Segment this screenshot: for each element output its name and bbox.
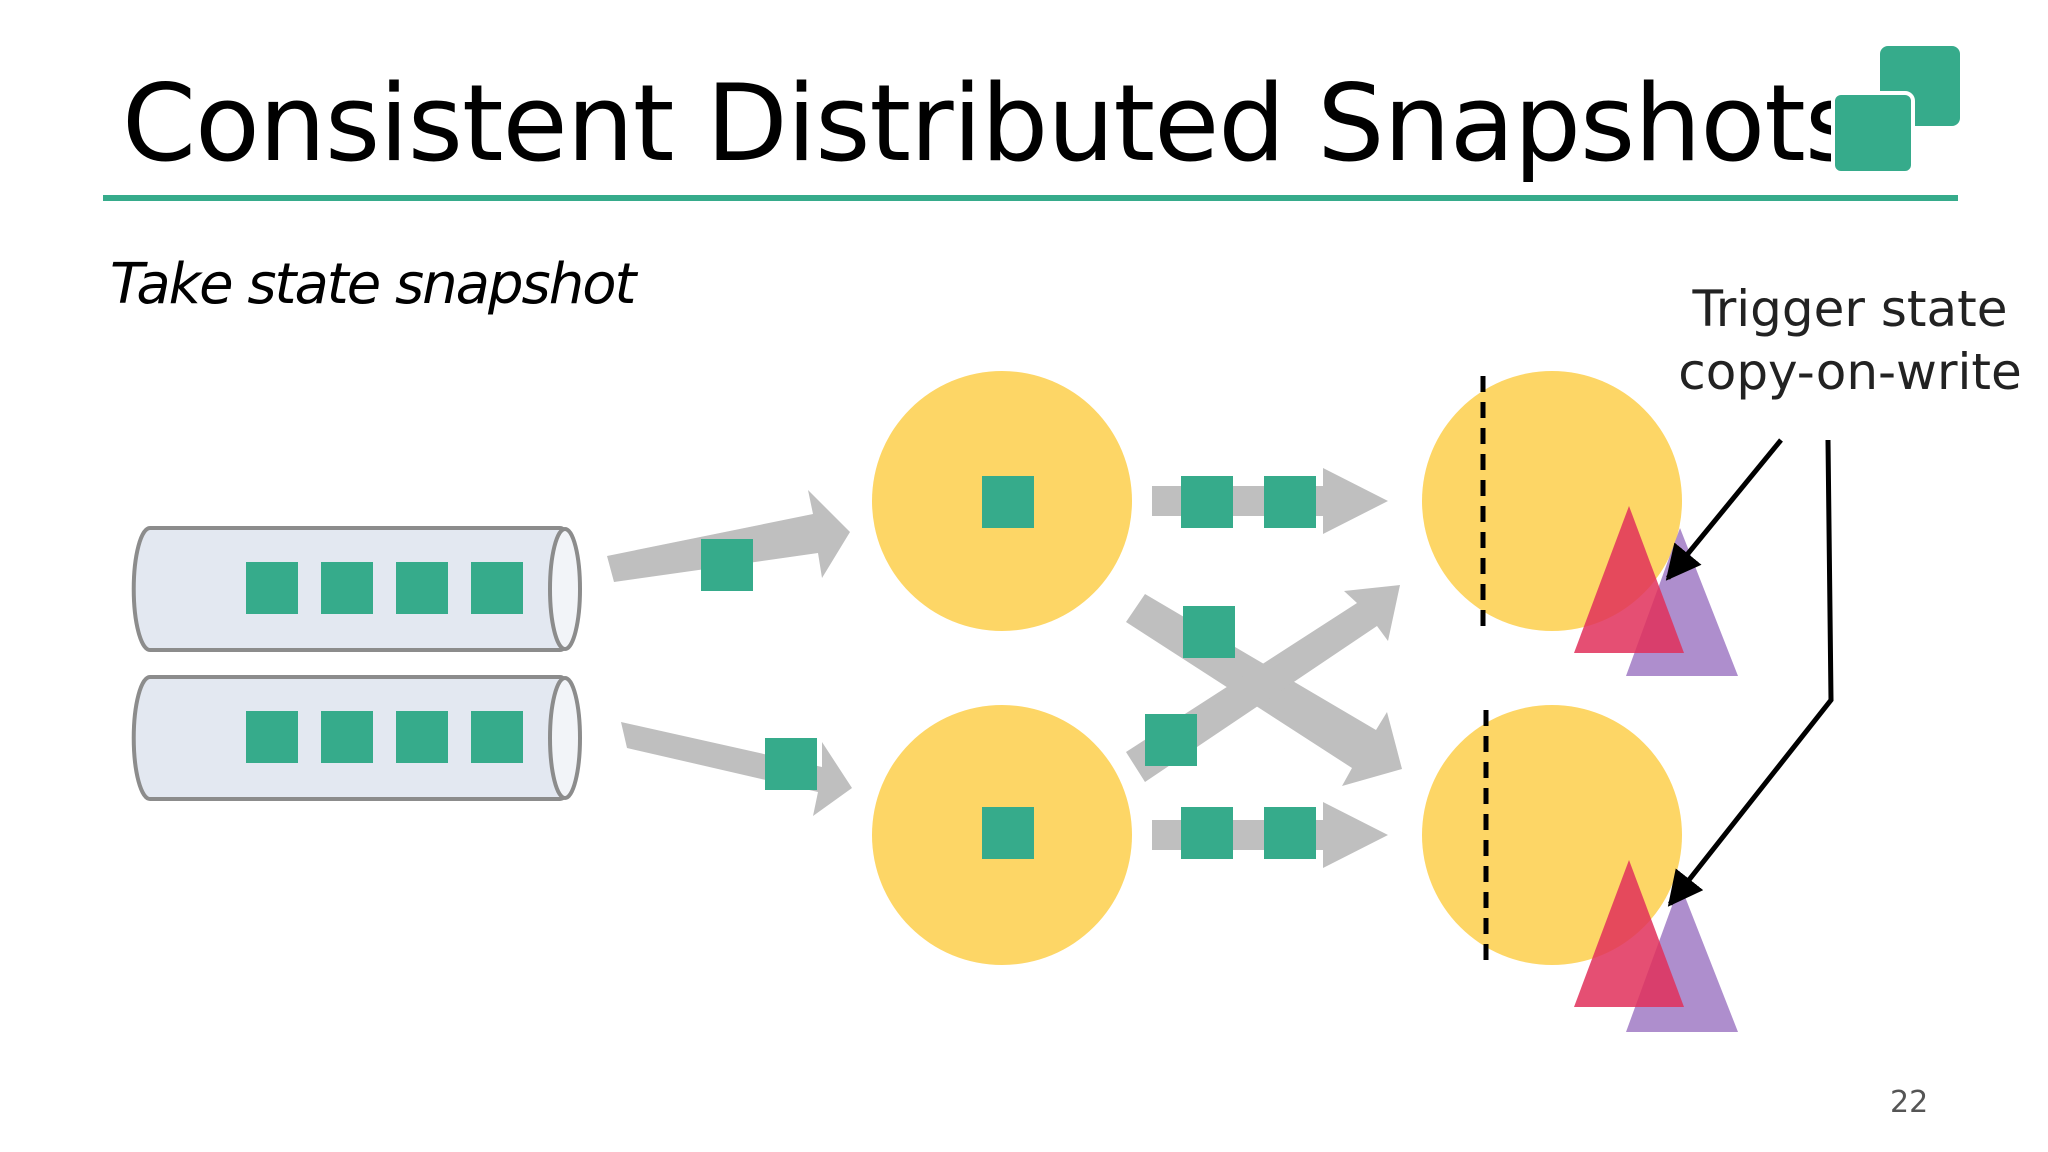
queue-record bbox=[246, 562, 298, 614]
record bbox=[1145, 714, 1197, 766]
annotation-pointers bbox=[1665, 438, 1834, 907]
title-divider bbox=[103, 195, 1958, 201]
annotation-line-1: Trigger state bbox=[1692, 280, 2008, 338]
input-queue-top bbox=[131, 526, 582, 652]
arrow-queue-to-op1 bbox=[607, 490, 850, 582]
state-triangle-red bbox=[1574, 506, 1684, 653]
queue-record bbox=[471, 562, 523, 614]
record bbox=[1183, 606, 1235, 658]
record bbox=[765, 738, 817, 790]
record bbox=[701, 539, 753, 591]
record bbox=[1264, 476, 1316, 528]
operator-source-top bbox=[872, 371, 1132, 631]
operator-sink-bottom bbox=[1422, 705, 1738, 1032]
record bbox=[1181, 807, 1233, 859]
pointer-arrow-bottom bbox=[1667, 439, 1834, 907]
arrow-queue-to-op2 bbox=[621, 722, 852, 816]
queue-record bbox=[396, 562, 448, 614]
state-triangle-red bbox=[1574, 860, 1684, 1007]
slide-title: Consistent Distributed Snapshots bbox=[122, 62, 1860, 185]
queue-record bbox=[396, 711, 448, 763]
queue-record bbox=[471, 711, 523, 763]
queue-record bbox=[321, 562, 373, 614]
queue-record bbox=[321, 711, 373, 763]
record bbox=[1264, 807, 1316, 859]
records-in-flight bbox=[701, 476, 1316, 859]
operator-source-bottom bbox=[872, 705, 1132, 965]
pointer-arrow-top bbox=[1665, 438, 1783, 581]
record bbox=[1181, 476, 1233, 528]
input-queue-bottom bbox=[131, 675, 582, 801]
logo-squares-icon bbox=[1831, 46, 1960, 175]
operator-sink-top bbox=[1422, 371, 1738, 676]
annotation-label: Trigger state copy-on-write bbox=[1650, 278, 2048, 403]
page-number: 22 bbox=[1890, 1085, 1929, 1120]
queue-record bbox=[246, 711, 298, 763]
annotation-line-2: copy-on-write bbox=[1678, 342, 2022, 401]
slide-subtitle: Take state snapshot bbox=[110, 252, 636, 317]
